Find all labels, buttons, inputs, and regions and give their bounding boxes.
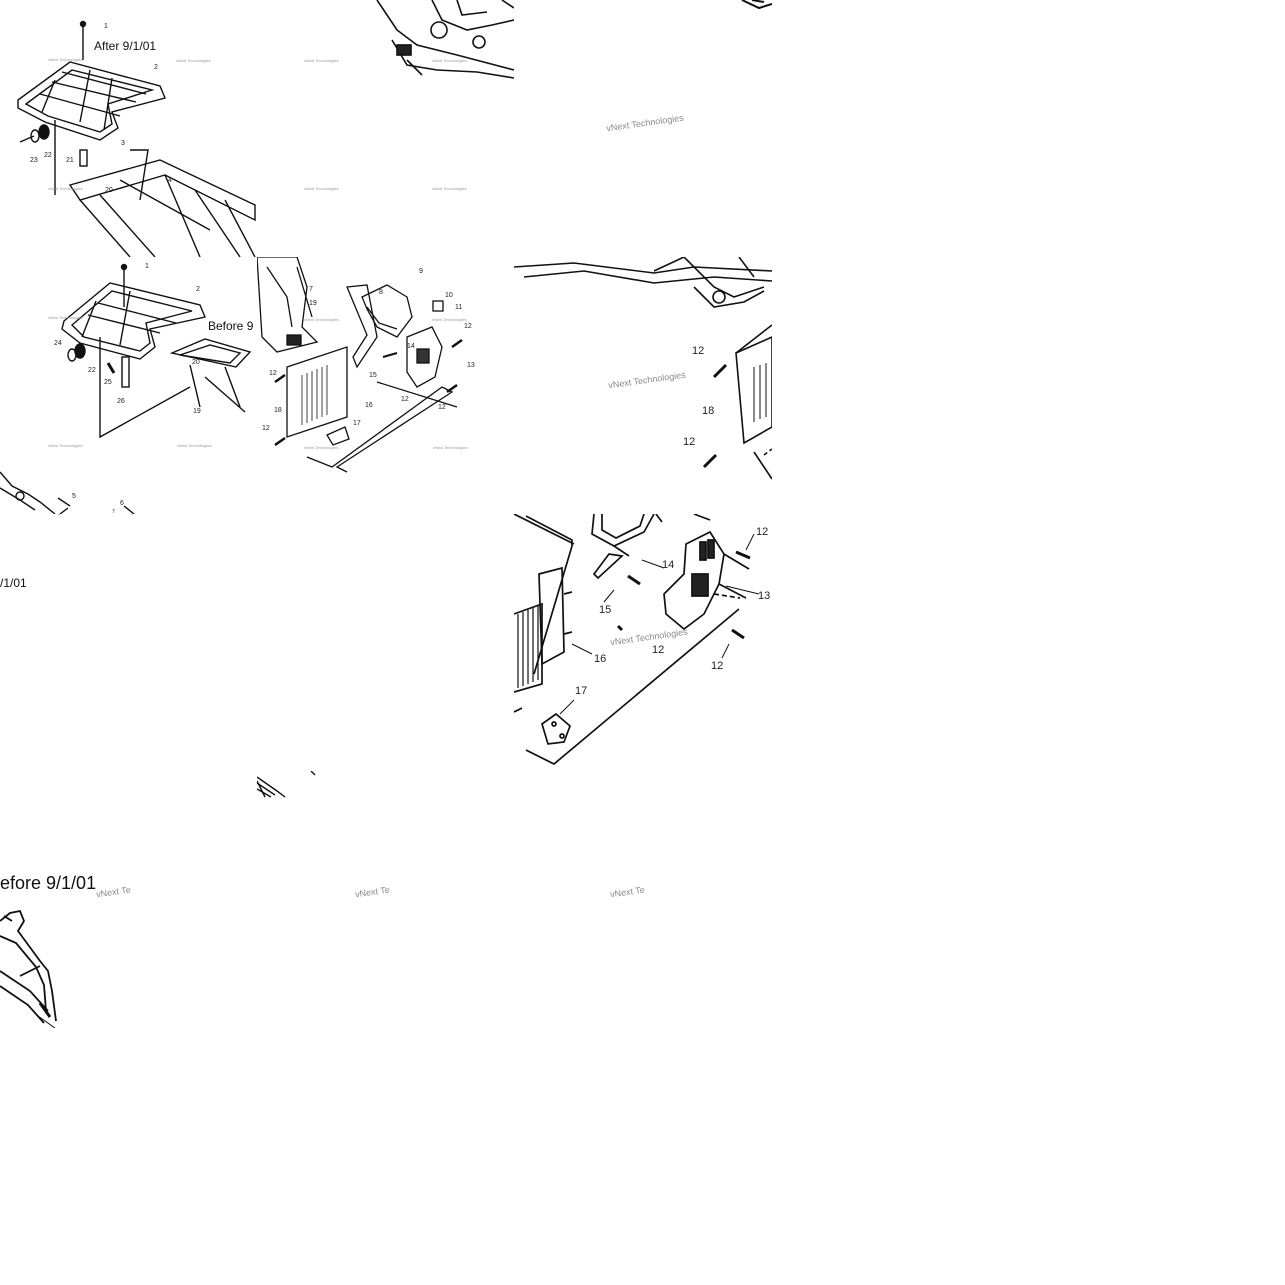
watermark: vNext Technologies — [304, 445, 339, 450]
watermark: vNext Technologies — [432, 58, 467, 63]
callout-label: 12 — [683, 436, 696, 448]
callout-label: 12 — [711, 660, 724, 672]
callout-label: 24 — [54, 340, 62, 347]
callout-label: 23 — [30, 157, 38, 164]
watermark-large: vNext Te — [609, 884, 646, 900]
callout-label: 12 — [652, 644, 665, 656]
watermark: vNext Technologies — [177, 443, 212, 448]
watermark: vNext Technologies — [304, 317, 339, 322]
tile-radiator-zoom-18: 12 18 12 vNext Technologies — [514, 257, 772, 514]
tile-rack-after: After 9/1/01 1 2 3 4 20 21 22 23 vNext T… — [0, 0, 257, 257]
callout-label: 7 — [112, 509, 115, 514]
callout-label: 8 — [379, 289, 383, 296]
tile-row4-middle: vNext Te — [257, 771, 514, 1028]
callout-label: 10 — [445, 292, 453, 299]
radiator-zoom-13-16-drawing — [514, 514, 760, 766]
callout-label: 11 — [455, 304, 463, 311]
callout-label: 12 — [262, 425, 270, 432]
callout-label: 12 — [269, 370, 277, 377]
watermark: vNext Technologies — [176, 58, 211, 63]
callout-label: 16 — [594, 653, 607, 665]
callout-label: 17 — [353, 420, 361, 427]
radiator-zoom-18-drawing — [514, 257, 772, 480]
callout-label: 22 — [88, 367, 96, 374]
callout-label: 1 — [104, 23, 108, 30]
callout-label: 18 — [274, 407, 282, 414]
tile-blank-row3-middle — [257, 514, 514, 771]
callout-label: 12 — [401, 396, 409, 403]
tile-blank-top-middle: vNext Technologies vNext Technologies vN… — [257, 0, 514, 257]
tile-row4-right: vNext Te — [514, 771, 772, 1028]
caption-before-fragment: /1/01 — [0, 576, 27, 590]
watermark: vNext Technologies — [432, 317, 467, 322]
watermark: vNext Technologies — [304, 186, 339, 191]
callout-label: 14 — [407, 343, 415, 350]
watermark: vNext Technologies — [48, 443, 83, 448]
callout-label: 1 — [145, 263, 149, 270]
callout-label: 20 — [192, 359, 200, 366]
callout-label: 13 — [758, 590, 771, 602]
callout-label: 14 — [662, 559, 675, 571]
tile-top-right: vNext Technologies — [514, 0, 772, 257]
callout-label: 6 — [120, 500, 124, 507]
callout-label: 22 — [44, 152, 52, 159]
watermark: vNext Technologies — [48, 186, 83, 191]
callout-label: 16 — [365, 402, 373, 409]
corner-fragment-drawing — [741, 0, 772, 10]
tile-before-caption-zoom: efore 9/1/01 vNext Te — [0, 771, 257, 1028]
callout-label: 9 — [419, 268, 423, 275]
watermark: vNext Technologies — [48, 315, 83, 320]
tile-bottom-edge-fragment: 5 6 7 — [0, 466, 257, 514]
callout-label: 12 — [464, 323, 472, 330]
callout-label: 4 — [168, 177, 172, 184]
tile-frame-fragment-5-6: /1/01 — [0, 514, 257, 771]
callout-label: 25 — [104, 379, 112, 386]
callout-label: 12 — [692, 345, 705, 357]
tile-radiator-assembly: 7 9 19 8 10 11 12 14 13 15 12 12 18 16 1… — [257, 257, 514, 514]
frame-zoom-drawing — [0, 909, 57, 1028]
frame-fragment-drawing — [376, 0, 514, 79]
watermark: vNext Technologies — [432, 186, 467, 191]
callout-label: 26 — [117, 398, 125, 405]
callout-label: 21 — [66, 157, 74, 164]
callout-label: 17 — [575, 685, 588, 697]
watermark: vNext Technologies — [48, 57, 83, 62]
callout-label: 18 — [702, 405, 715, 417]
callout-label: 12 — [438, 404, 446, 411]
callout-label: 15 — [369, 372, 377, 379]
bottom-edge-fragment-drawing — [0, 471, 135, 514]
tile-radiator-zoom-13-16: 12 14 13 15 12 12 16 17 vNext Technologi… — [514, 514, 772, 771]
callout-label: 13 — [467, 362, 475, 369]
callout-label: 19 — [193, 408, 201, 415]
callout-label: 20 — [105, 187, 113, 194]
callout-label: 12 — [756, 526, 769, 538]
callout-label: 2 — [196, 286, 200, 293]
small-fragment-drawing — [257, 771, 316, 798]
callout-label: 2 — [154, 64, 158, 71]
frame-fragment-5-6-drawing — [57, 514, 132, 515]
callout-label: 7 — [309, 286, 313, 293]
rack-after-drawing — [17, 20, 256, 257]
callout-label: 19 — [309, 300, 317, 307]
radiator-assembly-drawing — [257, 257, 463, 473]
rack-before-drawing — [61, 263, 252, 439]
callout-label: 3 — [121, 140, 125, 147]
callout-label: 15 — [599, 604, 612, 616]
caption-after: After 9/1/01 — [94, 39, 157, 53]
callout-label: 5 — [72, 493, 76, 500]
watermark: vNext Technologies — [304, 58, 339, 63]
watermark: vNext Technologies — [433, 445, 468, 450]
caption-before-zoom: efore 9/1/01 — [0, 873, 97, 893]
caption-before-fragment: Before 9 — [208, 319, 254, 333]
